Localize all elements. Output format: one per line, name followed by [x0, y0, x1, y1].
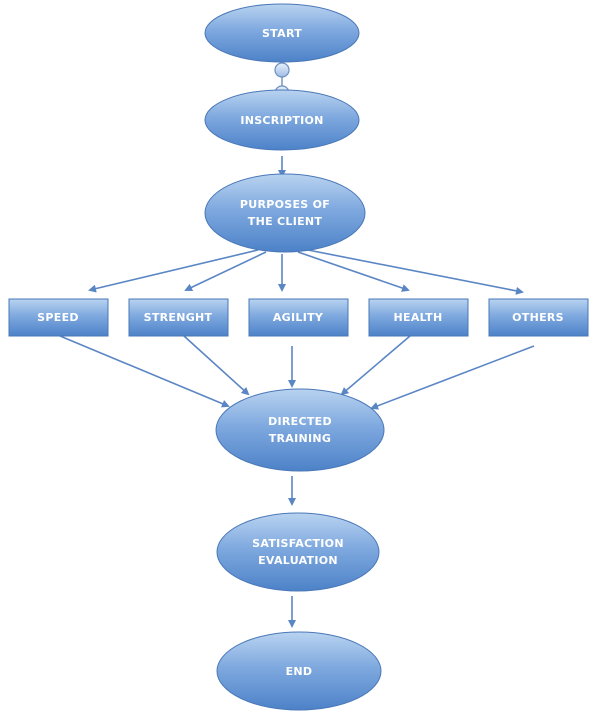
purposes-label-line2: THE CLIENT — [248, 215, 323, 228]
satisfaction-label-line1: SATISFACTION — [252, 537, 344, 550]
directed-label-line1: DIRECTED — [268, 415, 332, 428]
health-node: HEALTH — [368, 298, 469, 337]
end-node: END — [216, 631, 382, 711]
directed-label-line2: TRAINING — [269, 432, 332, 445]
start-node: START — [204, 3, 360, 63]
arrow-purposes-strenght — [184, 251, 267, 292]
strenght-node: STRENGHT — [128, 298, 229, 337]
purposes-label-line1: PURPOSES OF — [240, 198, 330, 211]
arrow-purposes-others — [307, 249, 524, 295]
health-label: HEALTH — [394, 311, 443, 324]
connector-knob-top — [274, 62, 290, 78]
arrow-others-directed — [370, 345, 535, 410]
speed-label: SPEED — [37, 311, 79, 324]
satisfaction-node: SATISFACTION EVALUATION — [216, 512, 380, 592]
speed-node: SPEED — [8, 298, 109, 337]
end-label: END — [286, 665, 313, 678]
satisfaction-label-line2: EVALUATION — [258, 554, 338, 567]
others-node: OTHERS — [488, 298, 589, 337]
agility-node: AGILITY — [248, 298, 349, 337]
arrow-purposes-speed — [88, 249, 259, 293]
agility-label: AGILITY — [273, 311, 324, 324]
arrow-purposes-health — [297, 251, 410, 292]
others-label: OTHERS — [512, 311, 564, 324]
arrow-strenght-directed — [183, 335, 250, 396]
purposes-node: PURPOSES OF THE CLIENT — [204, 173, 366, 253]
directed-training-node: DIRECTED TRAINING — [215, 388, 385, 472]
strenght-label: STRENGHT — [144, 311, 213, 324]
arrow-speed-directed — [59, 335, 230, 408]
start-label: START — [262, 27, 302, 40]
inscription-label: INSCRIPTION — [240, 114, 323, 127]
arrow-health-directed — [340, 335, 411, 396]
inscription-node: INSCRIPTION — [204, 89, 360, 151]
